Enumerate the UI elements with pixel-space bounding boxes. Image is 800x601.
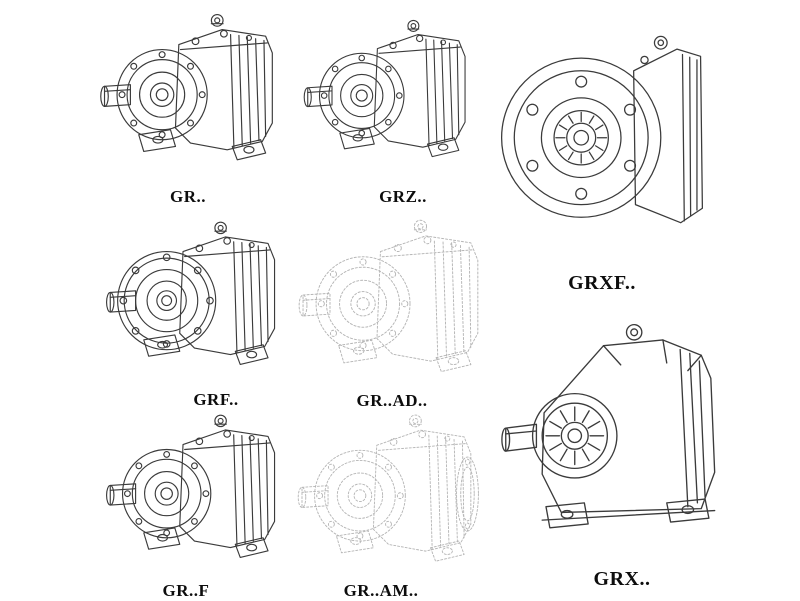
gearbox-drawing-grf (98, 210, 286, 388)
gearbox-label-grx: GRX.. (593, 568, 651, 590)
gearbox-drawing-gr (92, 2, 284, 184)
gearbox-drawing-grx (500, 298, 730, 564)
gearbox-art-gr-ad (299, 220, 478, 371)
gearbox-label-gr-am: GR..AM.. (343, 581, 419, 600)
gearbox-label-grz: GRZ.. (379, 187, 427, 206)
gearbox-art-grxf (502, 36, 703, 222)
gearbox-label-grf: GRF.. (193, 390, 239, 409)
gearbox-drawing-grz (296, 2, 476, 186)
gearbox-art-gr (101, 15, 273, 160)
gearbox-drawing-grxf (498, 4, 706, 266)
gearbox-label-grxf: GRXF.. (568, 272, 636, 294)
gearbox-label-gr: GR.. (170, 187, 206, 206)
gearbox-drawing-gr-am (288, 410, 484, 578)
gearbox-art-gr-f (107, 415, 275, 557)
gearbox-art-grx (502, 325, 715, 528)
gearbox-label-gr-ad: GR..AD.. (356, 391, 428, 410)
gearbox-drawing-gr-ad (290, 214, 490, 390)
gearbox-art-grz (304, 20, 465, 156)
gearbox-art-grf (107, 222, 275, 364)
gearbox-drawing-gr-f (98, 406, 286, 578)
gearbox-label-gr-f: GR..F (162, 581, 210, 600)
gearbox-art-gr-am (298, 415, 478, 561)
